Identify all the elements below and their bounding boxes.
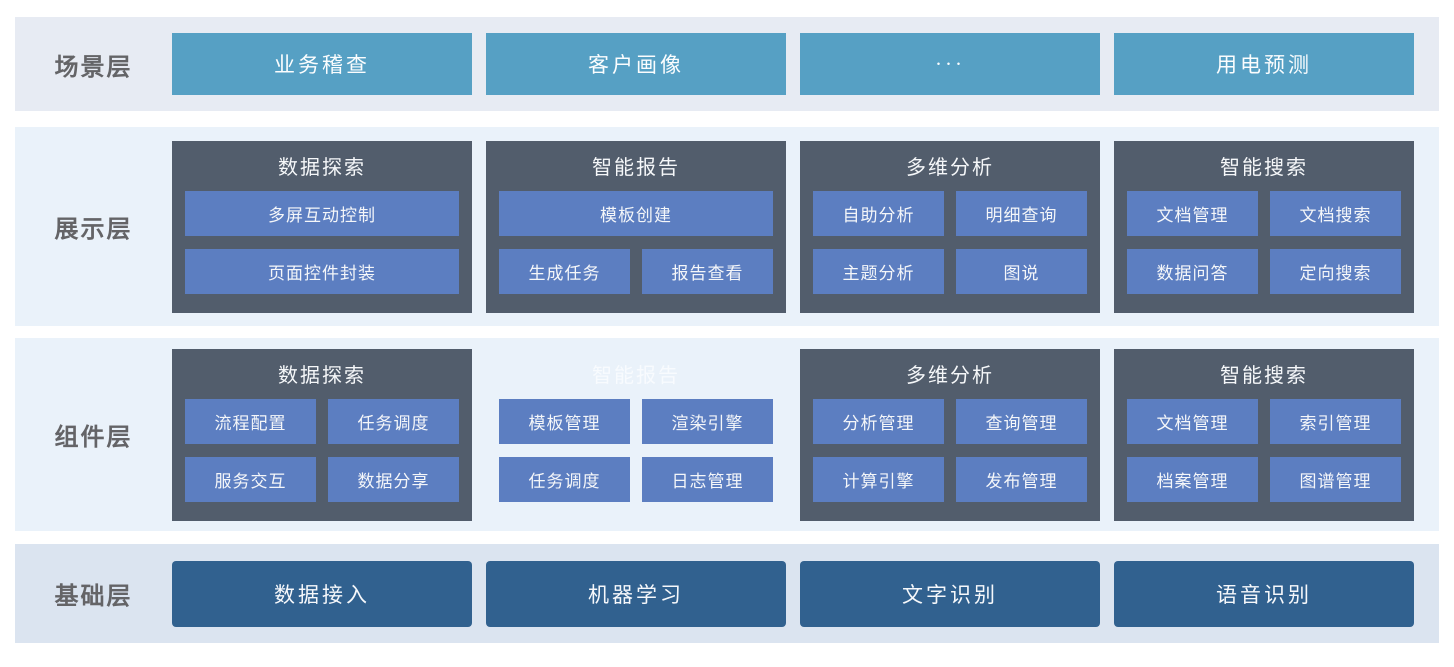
presentation-groups: 数据探索多屏互动控制页面控件封装智能报告模板创建生成任务报告查看多维分析自助分析…: [172, 127, 1439, 326]
foundation-layer-band: 基础层 数据接入机器学习文字识别语音识别: [15, 544, 1439, 643]
presentation-group-2-btn-2-2: 报告查看: [642, 248, 773, 294]
button-row: 主题分析图说: [813, 248, 1087, 294]
presentation-group-4-btn-1-1: 文档管理: [1127, 190, 1258, 236]
presentation-group-4-btn-2-2: 定向搜索: [1270, 248, 1401, 294]
presentation-group-1-btn-2-1: 页面控件封装: [185, 248, 459, 294]
button-row: 数据问答定向搜索: [1127, 248, 1401, 294]
foundation-item-4: 语音识别: [1114, 560, 1414, 627]
presentation-group-2-btn-1-1: 模板创建: [499, 190, 773, 236]
component-group-3: 多维分析分析管理查询管理计算引擎发布管理: [800, 348, 1100, 521]
presentation-group-4-btn-2-1: 数据问答: [1127, 248, 1258, 294]
button-row: 多屏互动控制: [185, 190, 459, 236]
button-row: 流程配置任务调度: [185, 398, 459, 444]
presentation-group-3-btn-2-1: 主题分析: [813, 248, 944, 294]
button-row: 页面控件封装: [185, 248, 459, 294]
group-title: 数据探索: [278, 157, 366, 179]
layer-label-presentation: 展示层: [54, 216, 133, 243]
component-group-2: 智能报告模板管理渲染引擎任务调度日志管理: [486, 349, 786, 521]
component-group-1-btn-1-2: 任务调度: [328, 398, 459, 444]
scenario-items: 业务稽查客户画像···用电预测: [172, 17, 1439, 111]
component-group-1-btn-1-1: 流程配置: [185, 398, 316, 444]
component-group-3-btn-2-1: 计算引擎: [813, 456, 944, 502]
component-group-1-btn-2-2: 数据分享: [328, 456, 459, 502]
component-group-4-btn-1-2: 索引管理: [1270, 398, 1401, 444]
component-group-2-btn-2-1: 任务调度: [499, 456, 630, 502]
group-title: 智能搜索: [1220, 157, 1308, 179]
layer-label-foundation: 基础层: [54, 583, 133, 610]
component-group-4-btn-2-2: 图谱管理: [1270, 456, 1401, 502]
presentation-group-3: 多维分析自助分析明细查询主题分析图说: [800, 140, 1100, 313]
component-group-2-btn-1-2: 渲染引擎: [642, 398, 773, 444]
group-title: 智能报告: [592, 157, 680, 179]
presentation-group-1-btn-1-1: 多屏互动控制: [185, 190, 459, 236]
presentation-group-3-btn-2-2: 图说: [956, 248, 1087, 294]
component-group-1: 数据探索流程配置任务调度服务交互数据分享: [172, 348, 472, 521]
group-title: 智能报告: [592, 365, 680, 387]
component-group-3-btn-2-2: 发布管理: [956, 456, 1087, 502]
scenario-item-4: 用电预测: [1114, 33, 1414, 95]
component-group-4-btn-1-1: 文档管理: [1127, 398, 1258, 444]
component-group-2-btn-1-1: 模板管理: [499, 398, 630, 444]
button-row: 自助分析明细查询: [813, 190, 1087, 236]
component-group-4: 智能搜索文档管理索引管理档案管理图谱管理: [1114, 348, 1414, 521]
presentation-group-2: 智能报告模板创建生成任务报告查看: [486, 140, 786, 313]
button-row: 计算引擎发布管理: [813, 456, 1087, 502]
presentation-layer-band: 展示层 数据探索多屏互动控制页面控件封装智能报告模板创建生成任务报告查看多维分析…: [15, 127, 1439, 326]
button-row: 模板管理渲染引擎: [499, 398, 773, 444]
component-groups: 数据探索流程配置任务调度服务交互数据分享智能报告模板管理渲染引擎任务调度日志管理…: [172, 338, 1439, 531]
presentation-group-3-btn-1-1: 自助分析: [813, 190, 944, 236]
button-row: 服务交互数据分享: [185, 456, 459, 502]
component-group-4-btn-2-1: 档案管理: [1127, 456, 1258, 502]
button-row: 生成任务报告查看: [499, 248, 773, 294]
foundation-items: 数据接入机器学习文字识别语音识别: [172, 544, 1439, 643]
foundation-item-2: 机器学习: [486, 560, 786, 627]
component-layer-band: 组件层 数据探索流程配置任务调度服务交互数据分享智能报告模板管理渲染引擎任务调度…: [15, 338, 1439, 531]
button-row: 档案管理图谱管理: [1127, 456, 1401, 502]
component-group-3-btn-1-1: 分析管理: [813, 398, 944, 444]
layer-label-scenario: 场景层: [54, 53, 133, 81]
layer-label-component: 组件层: [54, 424, 133, 451]
foundation-item-1: 数据接入: [172, 560, 472, 627]
group-title: 多维分析: [906, 365, 994, 387]
component-group-1-btn-2-1: 服务交互: [185, 456, 316, 502]
foundation-item-3: 文字识别: [800, 560, 1100, 627]
component-group-3-btn-1-2: 查询管理: [956, 398, 1087, 444]
presentation-group-1: 数据探索多屏互动控制页面控件封装: [172, 140, 472, 313]
group-title: 数据探索: [278, 365, 366, 387]
presentation-group-2-btn-2-1: 生成任务: [499, 248, 630, 294]
button-row: 文档管理文档搜索: [1127, 190, 1401, 236]
scenario-layer-band: 场景层 业务稽查客户画像···用电预测: [15, 17, 1439, 111]
presentation-group-4: 智能搜索文档管理文档搜索数据问答定向搜索: [1114, 140, 1414, 313]
group-title: 多维分析: [906, 157, 994, 179]
button-row: 分析管理查询管理: [813, 398, 1087, 444]
button-row: 文档管理索引管理: [1127, 398, 1401, 444]
component-group-2-btn-2-2: 日志管理: [642, 456, 773, 502]
button-row: 模板创建: [499, 190, 773, 236]
presentation-group-3-btn-1-2: 明细查询: [956, 190, 1087, 236]
scenario-item-3: ···: [800, 33, 1100, 95]
group-title: 智能搜索: [1220, 365, 1308, 387]
scenario-item-2: 客户画像: [486, 33, 786, 95]
presentation-group-4-btn-1-2: 文档搜索: [1270, 190, 1401, 236]
button-row: 任务调度日志管理: [499, 456, 773, 502]
scenario-item-1: 业务稽查: [172, 33, 472, 95]
